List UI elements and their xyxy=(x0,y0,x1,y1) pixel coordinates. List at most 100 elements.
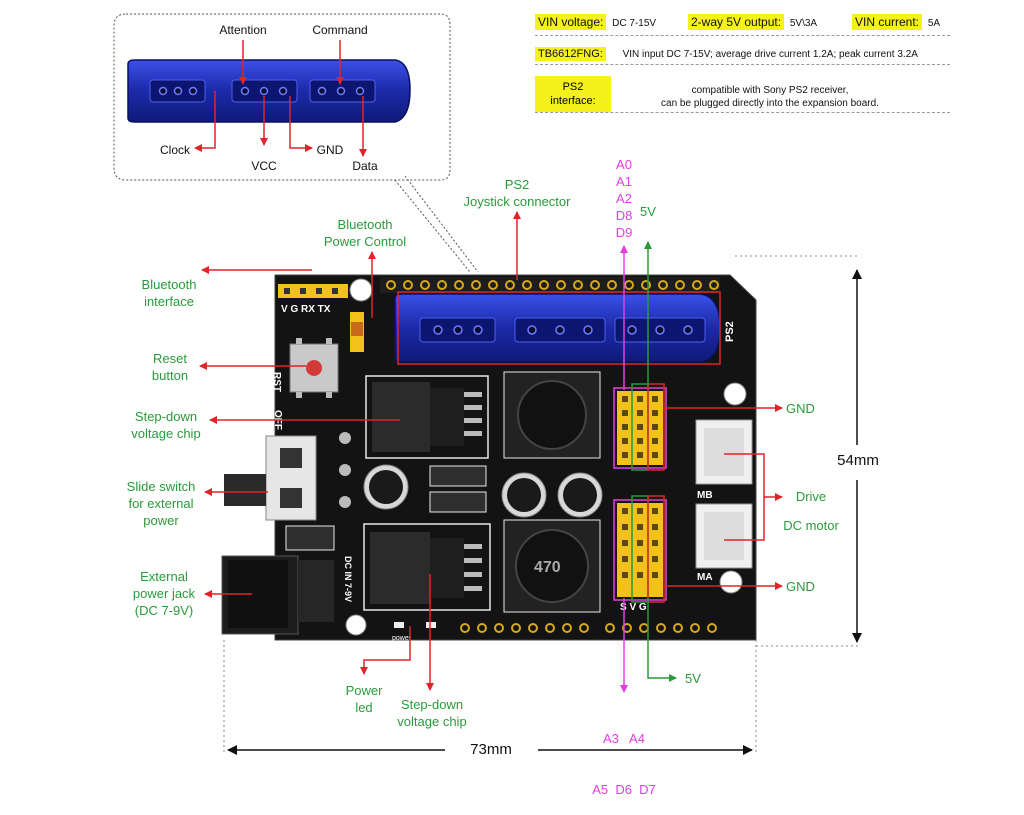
inset-leader xyxy=(404,175,479,273)
spec-tb6612: TB6612FNG: VIN input DC 7-15V; average d… xyxy=(535,47,918,61)
label-slide-switch-line2: for external xyxy=(128,496,194,511)
label-slide-switch-line3: power xyxy=(143,513,179,528)
slide-switch-part xyxy=(224,432,351,521)
pin-list-bottom: A3 A4 A5 D6 D7 xyxy=(586,696,662,815)
bt-power-jumper xyxy=(350,312,364,352)
spec-vin-voltage-key: VIN voltage: xyxy=(535,14,607,30)
spec-tb6612-value: VIN input DC 7-15V; average drive curren… xyxy=(622,49,918,60)
step-down-chip-bottom xyxy=(363,523,491,611)
label-reset-line1: Reset xyxy=(153,351,187,366)
spec-5v-output: 2-way 5V output: 5V\3A xyxy=(688,14,818,30)
spec-5v-output-value: 5V\3A xyxy=(789,18,818,29)
spec-5v-output-key: 2-way 5V output: xyxy=(688,14,785,30)
label-ps2-connector-line2: Joystick connector xyxy=(463,194,571,209)
label-bt-power: Bluetooth Power Control xyxy=(312,216,418,250)
label-power-led-line1: Power xyxy=(345,683,383,698)
inset-frame xyxy=(113,13,451,181)
label-ps2-connector-line1: PS2 xyxy=(504,177,530,192)
label-bt-power-line2: Power Control xyxy=(323,234,407,249)
dc-in-silk: DC IN 7-9V xyxy=(343,556,353,602)
label-clock: Clock xyxy=(159,143,190,157)
label-stepdown-bottom-line2: voltage chip xyxy=(397,714,467,729)
label-reset: Reset button xyxy=(138,350,202,384)
board-ps2-connector xyxy=(394,291,721,365)
pin-block-top xyxy=(613,383,667,471)
arrow-5v-bottom xyxy=(647,598,677,682)
label-gnd-inset: GND xyxy=(316,143,344,157)
top-header-pins xyxy=(386,280,719,290)
label-power-led-line2: led xyxy=(355,700,373,715)
label-power-jack-line1: External xyxy=(140,569,188,584)
spec-ps2-value-line1: compatible with Sony PS2 receiver, xyxy=(691,85,849,96)
capacitor-right xyxy=(557,472,603,518)
power-led-part xyxy=(394,622,436,628)
pin-row-2: A5 D6 D7 xyxy=(592,782,656,797)
inductor-value-silk: 470 xyxy=(534,559,561,576)
pin-label: D9 xyxy=(615,225,633,240)
pin-label: D8 xyxy=(615,208,633,223)
dimension-guides xyxy=(223,255,860,752)
motor-connector-mb xyxy=(695,419,753,485)
bluetooth-header-silk: V G RX TX xyxy=(281,304,331,315)
rst-silk: RST xyxy=(271,372,282,392)
arrow-power-led xyxy=(360,626,411,675)
smd-diodes xyxy=(285,465,487,551)
pin-label: A0 xyxy=(616,157,632,172)
spec-vin-current-value: 5A xyxy=(927,18,941,29)
inset-ps2-connector xyxy=(127,59,411,123)
label-drive-line2: DC motor xyxy=(783,518,839,533)
pin-list-top: A0 A1 A2 D8 D9 xyxy=(610,156,638,241)
mb-silk: MB xyxy=(697,490,713,501)
label-bt-interface-line2: interface xyxy=(144,294,194,309)
pin-block-bottom xyxy=(613,495,667,603)
ps2-silk: PS2 xyxy=(724,321,736,342)
capacitor-left xyxy=(363,464,409,510)
inductor-top xyxy=(503,371,601,459)
label-attention: Attention xyxy=(219,23,267,37)
label-drive-motor: Drive DC motor xyxy=(778,488,844,534)
label-ps2-connector: PS2 Joystick connector xyxy=(452,176,582,210)
dimension-height: 54mm xyxy=(837,452,879,469)
label-gnd-top: GND xyxy=(786,401,815,416)
label-data: Data xyxy=(352,159,378,173)
inset-arrow-clock xyxy=(194,91,216,152)
label-stepdown-top: Step-down voltage chip xyxy=(122,408,210,442)
pin-label: A1 xyxy=(616,174,632,189)
label-power-jack: External power jack (DC 7-9V) xyxy=(124,568,204,619)
diagram-canvas: V G RX TX PS2 RST OF xyxy=(113,13,862,755)
svg-silk: S V G xyxy=(620,602,647,613)
spec-divider xyxy=(535,35,950,36)
label-power-jack-line3: (DC 7-9V) xyxy=(134,603,194,618)
spec-ps2-key-line1: PS2 xyxy=(562,81,584,93)
bottom-header-pins xyxy=(460,623,717,633)
spec-ps2-key: PS2 interface: xyxy=(535,76,611,112)
label-bt-interface: Bluetooth interface xyxy=(134,276,204,310)
label-power-jack-line2: power jack xyxy=(132,586,196,601)
label-vcc: VCC xyxy=(251,159,277,173)
spec-vin-voltage-value: DC 7-15V xyxy=(612,18,657,29)
label-drive-line1: Drive xyxy=(795,489,827,504)
spec-vin-current-key: VIN current: xyxy=(852,14,923,30)
bluetooth-header xyxy=(278,284,348,298)
label-stepdown-top-line1: Step-down xyxy=(134,409,198,424)
motor-connector-ma xyxy=(695,503,753,569)
label-reset-line2: button xyxy=(151,368,189,383)
spec-ps2-value: compatible with Sony PS2 receiver, can b… xyxy=(630,84,910,110)
inset-arrow-gnd xyxy=(289,96,313,152)
inductor-bottom: 470 xyxy=(503,519,601,613)
label-5v-top: 5V xyxy=(640,204,656,219)
pcb-board: V G RX TX PS2 RST OF xyxy=(221,274,757,642)
label-stepdown-top-line2: voltage chip xyxy=(131,426,201,441)
spec-vin-voltage: VIN voltage: DC 7-15V xyxy=(535,14,657,30)
dc-jack-part xyxy=(221,555,334,635)
pin-label: A2 xyxy=(616,191,632,206)
spec-vin-current: VIN current: 5A xyxy=(852,14,941,30)
ma-silk: MA xyxy=(697,572,713,583)
spec-divider xyxy=(535,112,950,113)
pin-row-1: A3 A4 xyxy=(603,731,645,746)
spec-divider xyxy=(535,64,950,65)
label-command: Command xyxy=(312,23,368,37)
label-stepdown-bottom-line1: Step-down xyxy=(400,697,464,712)
dimension-width: 73mm xyxy=(470,741,512,758)
step-down-chip-top xyxy=(365,375,489,459)
